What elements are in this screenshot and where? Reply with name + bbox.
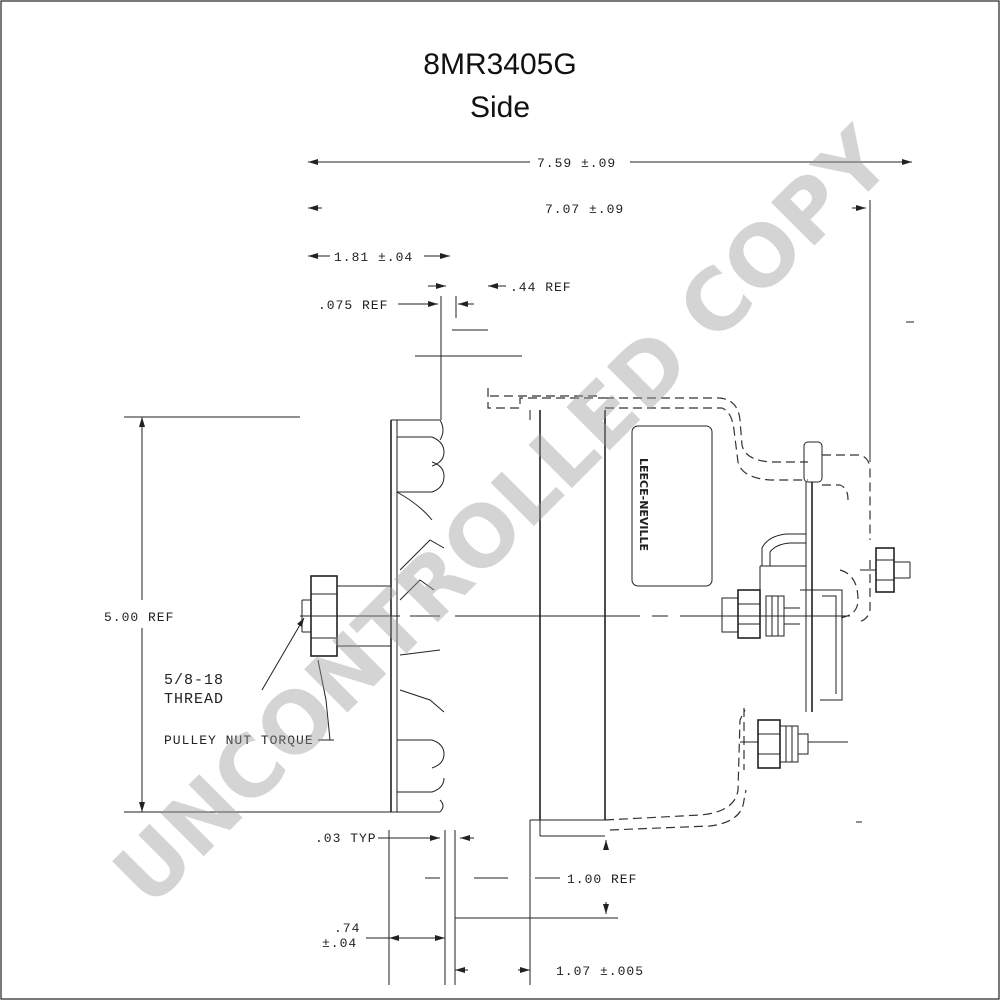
svg-text:.075 REF: .075 REF xyxy=(318,298,388,313)
dimension-mount-ref: 1.00 REF xyxy=(425,840,637,919)
svg-text:1.81 ±.04: 1.81 ±.04 xyxy=(334,250,413,265)
svg-text:.44 REF: .44 REF xyxy=(510,280,572,295)
drawing-subtitle: Side xyxy=(470,91,530,124)
svg-text:1.00 REF: 1.00 REF xyxy=(567,872,637,887)
uncontrolled-copy-watermark: UNCONTROLLED COPY xyxy=(95,109,910,924)
drawing-title: 8MR3405G xyxy=(423,48,576,81)
dimension-height: 5.00 REF xyxy=(104,416,392,813)
dimension-pulley-ref: .44 REF xyxy=(428,280,572,295)
dimension-mount-offset: 1.07 ±.005 xyxy=(455,964,644,979)
svg-text:5/8-18: 5/8-18 xyxy=(164,672,224,689)
svg-text:THREAD: THREAD xyxy=(164,691,224,708)
svg-text:5.00 REF: 5.00 REF xyxy=(104,610,174,625)
svg-text:.03 TYP: .03 TYP xyxy=(315,831,377,846)
dimension-pulley-width: .74 ±.04 xyxy=(322,921,445,951)
dimension-pulley-offset: 1.81 ±.04 xyxy=(308,250,450,265)
dimension-body-length: 7.07 ±.09 xyxy=(308,200,871,462)
rear-terminal-assembly xyxy=(721,321,914,823)
brand-logo: LEECE-NEVILLE xyxy=(637,458,650,551)
dimension-overall-length: 7.59 ±.09 xyxy=(308,156,912,171)
svg-text:PULLEY NUT TORQUE: PULLEY NUT TORQUE xyxy=(164,733,314,748)
svg-text:7.59 ±.09: 7.59 ±.09 xyxy=(537,156,616,171)
svg-text:7.07 ±.09: 7.07 ±.09 xyxy=(545,202,624,217)
dimension-pulley-gap: .075 REF xyxy=(318,296,522,420)
brand-label-plate: LEECE-NEVILLE xyxy=(631,425,713,587)
alternator-housing xyxy=(487,388,871,985)
dimension-fin-thickness: .03 TYP xyxy=(315,830,474,985)
svg-text:.74: .74 xyxy=(334,921,360,936)
svg-text:1.07 ±.005: 1.07 ±.005 xyxy=(556,964,644,979)
thread-callout: 5/8-18 THREAD PULLEY NUT TORQUE xyxy=(164,617,334,748)
svg-text:±.04: ±.04 xyxy=(322,936,357,951)
